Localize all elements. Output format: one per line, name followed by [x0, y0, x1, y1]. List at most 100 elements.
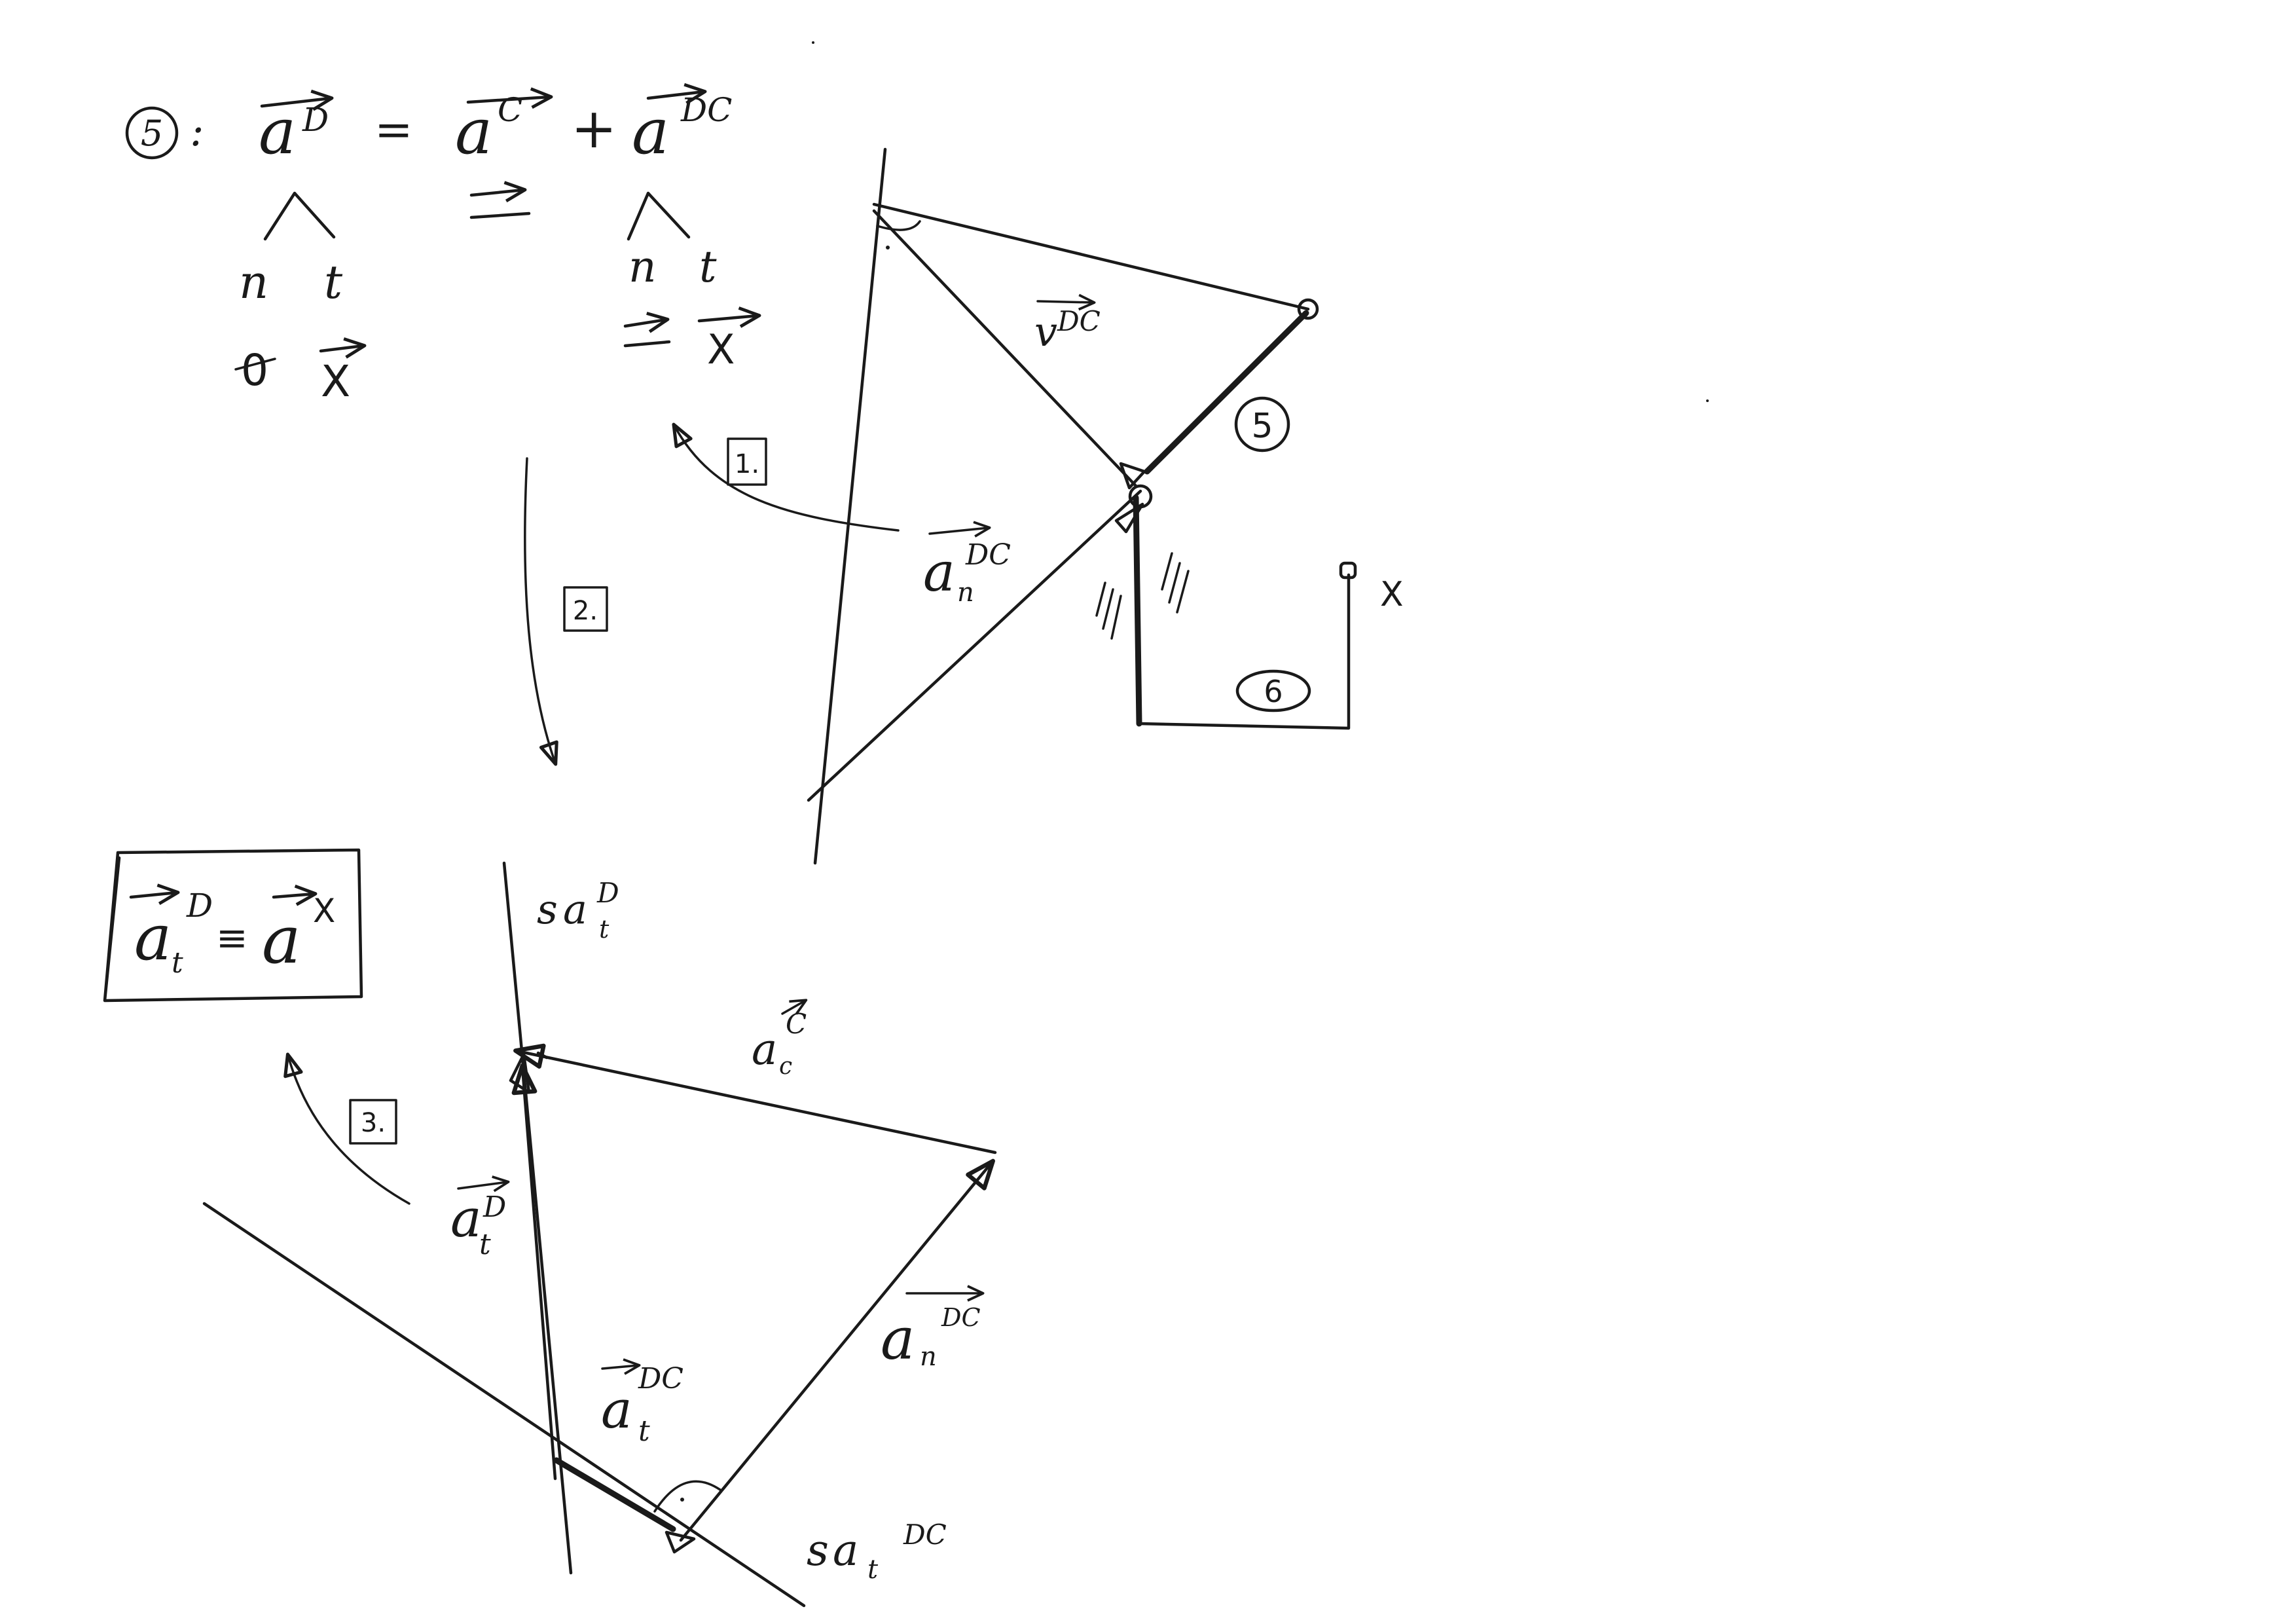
- direction-line-sat-d: [502, 861, 573, 1575]
- dir-top-s: s: [537, 885, 558, 933]
- accel-t-d-sup: D: [483, 1190, 506, 1224]
- accel-t-dc-sub: t: [638, 1414, 650, 1448]
- point-x-pin: [1339, 561, 1357, 580]
- step2-arrow: [524, 457, 558, 766]
- accel-c-vector: [513, 1043, 997, 1154]
- right-n-known-underline: [623, 340, 671, 348]
- accel-c-label-arrow: [781, 999, 808, 1015]
- accel-t-dc-sup: DC: [638, 1362, 683, 1395]
- result-lhs-sub: t: [172, 946, 183, 980]
- step1-arrow: [672, 422, 900, 532]
- left-n-slash: [234, 358, 276, 371]
- lhs-sup: D: [302, 101, 329, 139]
- stray-mark-right: [1706, 399, 1709, 402]
- body6-link: [1137, 573, 1351, 730]
- right-n-known-arrow: [623, 312, 670, 333]
- body6-circle: [1235, 669, 1311, 712]
- accel-c-joint: [536, 1051, 549, 1060]
- dir-bottom-s: s: [807, 1525, 829, 1576]
- step2-box: [563, 586, 608, 632]
- normal-accel-label: a: [923, 542, 955, 604]
- dir-bottom-sub: t: [867, 1555, 879, 1585]
- body5-rod: [1144, 310, 1309, 475]
- term2-a: a: [632, 95, 669, 168]
- result-equiv: ≡: [216, 915, 248, 960]
- base-line: [807, 489, 1142, 802]
- v-dc-vector: [872, 209, 1138, 488]
- term1-vector-arrow: [466, 87, 553, 109]
- term2-sup: DC: [680, 91, 732, 129]
- normal-accel-sup: DC: [965, 538, 1011, 572]
- equation-colon: :: [190, 107, 204, 156]
- accel-t-d-label: a: [450, 1188, 482, 1249]
- term1-known-arrow: [469, 181, 527, 203]
- right-t: t: [699, 242, 717, 292]
- left-t: t: [324, 255, 343, 309]
- accel-t-dc-label: a: [601, 1379, 632, 1440]
- velocity-vector-arrow: [1036, 293, 1096, 311]
- accel-c-label: a: [752, 1024, 777, 1075]
- direction-line-sat-dc: [202, 1202, 806, 1608]
- velocity-sup: DC: [1057, 305, 1101, 337]
- polygon-bottom-arrowhead: [665, 1530, 696, 1554]
- joint-arrowhead-top: [1119, 462, 1146, 490]
- term2-vector-arrow: [646, 83, 707, 105]
- result-lhs-sup: D: [186, 887, 213, 925]
- result-rhs-sup: X: [313, 892, 335, 930]
- accel-c-sub: c: [779, 1053, 792, 1080]
- right-t-value: X: [707, 325, 735, 373]
- plus-sign: +: [571, 96, 617, 160]
- left-n: n: [239, 255, 268, 309]
- right-angle-dot-bottom: [680, 1498, 684, 1502]
- velocity-label: v: [1034, 308, 1057, 356]
- step3-label: 3.: [361, 1108, 386, 1138]
- dir-top-sub: t: [599, 915, 610, 944]
- hatch-left: [1095, 581, 1122, 640]
- body-5-circle: [125, 106, 179, 160]
- accel-t-d-vector: [511, 1063, 557, 1481]
- mechanism-sketch: 5 6 X v DC a n DC: [807, 147, 1404, 865]
- dir-top-sup: D: [596, 877, 619, 909]
- left-t-vector-arrow: [319, 337, 367, 359]
- step3-arrow: [283, 1052, 410, 1205]
- body5-label: 5: [1251, 407, 1273, 446]
- stray-mark-top: [812, 41, 814, 44]
- step2-label: 2.: [573, 596, 598, 626]
- body5-pin: [1297, 298, 1319, 320]
- step-annotations: 1. 2. 3.: [283, 422, 900, 1205]
- accel-t-dc-label-arrow: [601, 1358, 641, 1375]
- result-lhs-vector-arrow: [129, 883, 180, 906]
- right-angle-arc-bottom: [653, 1480, 721, 1513]
- result-box: a t D ≡ a X: [103, 848, 363, 1003]
- dir-bottom-a: a: [833, 1525, 858, 1576]
- lhs-vector-arrow: [260, 89, 334, 111]
- accel-n-dc-sub: n: [920, 1342, 937, 1372]
- v-dc-top-line: [872, 202, 1310, 311]
- right-t-vector-arrow: [697, 306, 761, 328]
- accel-t-d-sub: t: [479, 1228, 491, 1261]
- term2-split-wedge: [627, 191, 691, 241]
- acceleration-polygon: s a t D a c C a t D a t DC a n DC s a t …: [202, 861, 997, 1608]
- slider-bar: [1133, 494, 1142, 727]
- right-angle-arc-top: [876, 220, 921, 231]
- joint-pin: [1128, 484, 1153, 509]
- left-n-value: 0: [241, 345, 268, 396]
- guide-line-vertical: [813, 147, 887, 865]
- step3-box: [349, 1099, 397, 1145]
- result-rhs: a: [262, 902, 301, 978]
- right-n: n: [629, 242, 657, 292]
- normal-accel-vector-arrow: [928, 521, 991, 538]
- normal-accel-sub: n: [957, 578, 974, 608]
- hatch-right: [1161, 552, 1190, 614]
- result-rhs-vector-arrow: [272, 884, 318, 906]
- result-box-frame: [103, 848, 363, 1003]
- result-lhs: a: [134, 901, 172, 974]
- polygon-top-arrowhead: [509, 1052, 531, 1094]
- accel-n-dc-sup: DC: [941, 1303, 981, 1332]
- term1-sup: C: [498, 91, 522, 129]
- accel-n-dc-label: a: [881, 1305, 915, 1373]
- dir-top-a: a: [563, 885, 587, 933]
- term1-a: a: [455, 95, 492, 168]
- body5-circle: [1234, 396, 1290, 452]
- equals-sign: =: [374, 103, 413, 157]
